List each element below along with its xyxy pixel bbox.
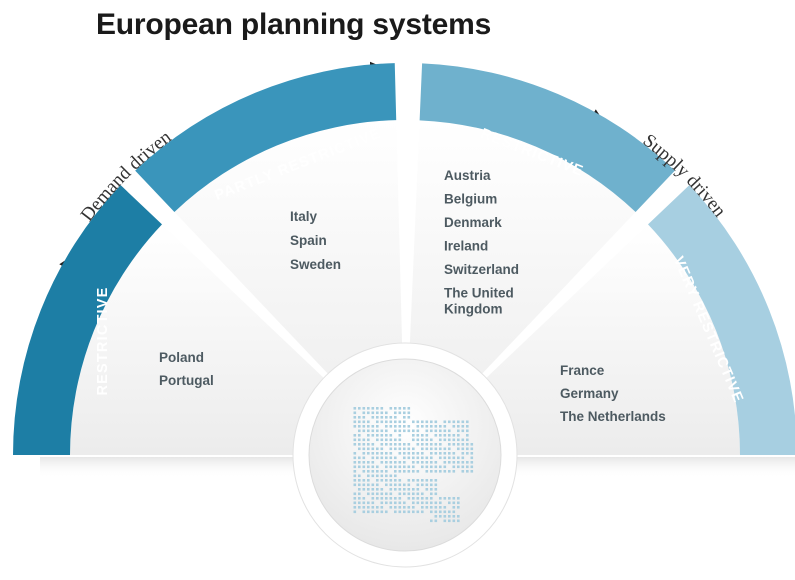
country-item: Italy [290,209,318,224]
country-item: Sweden [290,257,341,272]
country-item: Switzerland [444,262,519,277]
country-item: Ireland [444,239,488,254]
country-item: France [560,363,605,378]
country-item: Spain [290,233,327,248]
europe-map-icon [353,407,474,523]
page-title: European planning systems [96,8,492,41]
country-item: Denmark [444,215,502,230]
country-item: Poland [159,350,204,365]
segment-band [13,185,162,456]
segment-band [135,63,397,212]
country-item: The Netherlands [560,409,666,424]
hub-inner-disc [308,358,502,552]
country-item: Belgium [444,192,497,207]
segment-band [419,63,675,213]
segment-band [648,185,795,455]
country-item: Austria [444,168,491,183]
segment-label: RESTRICTIVE [95,286,111,395]
country-item: Germany [560,386,619,401]
country-item: Portugal [159,373,214,388]
country-list: AustriaBelgiumDenmarkIrelandSwitzerlandT… [444,168,519,317]
center-hub [292,342,518,568]
